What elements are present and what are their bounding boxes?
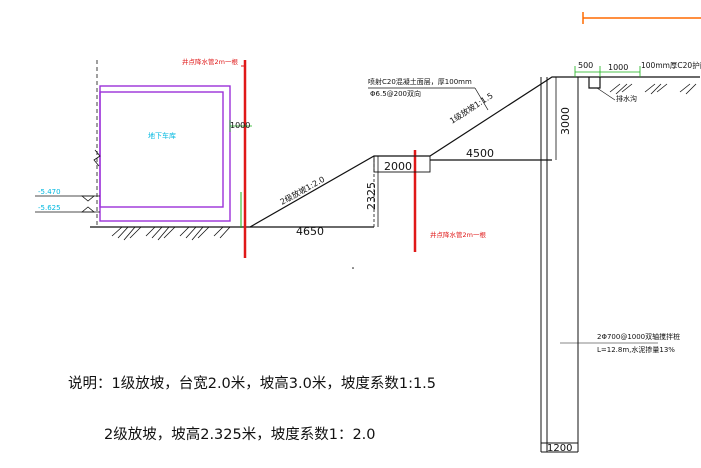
elevation-marks <box>35 195 100 213</box>
orange-marker <box>582 12 701 24</box>
berm-2000 <box>373 155 431 173</box>
break-mark <box>93 149 101 167</box>
note-line-1: 说明：1级放坡，台宽2.0米，坡高3.0米，坡度系数1:1.5 <box>68 376 437 392</box>
dim-100mm: 100mm厚C20护面 <box>641 60 701 70</box>
dim-1000-left-lines <box>229 120 252 132</box>
pile-note-line1: 2Φ700@1000双轴搅拌桩 <box>597 332 680 341</box>
dim-1000-left: 1000 <box>230 121 250 130</box>
dim-4650: 4650 <box>296 225 324 238</box>
pile-note-line2: L=12.8m,水泥掺量13% <box>597 345 675 354</box>
excavation-profile <box>90 76 700 228</box>
well-point-top-label: 井点降水管2m一根 <box>182 57 238 66</box>
dim-500: 500 <box>578 61 593 70</box>
dot-mark <box>352 267 354 269</box>
slope-1-label: 1级放坡1:1.5 <box>448 90 495 125</box>
dim-1000-top: 1000 <box>608 63 628 72</box>
dim-top-lines <box>574 66 641 77</box>
note-line-2: 2级放坡，坡高2.325米，坡度系数1：2.0 <box>104 427 376 443</box>
basement-garage <box>99 85 231 222</box>
shotcrete-line1: 喷射C20混凝土面层，厚100mm <box>368 77 472 86</box>
ground-hatch <box>111 83 697 241</box>
dim-2000: 2000 <box>384 160 412 173</box>
slope-2-label: 2级放坡1:2.0 <box>278 174 326 207</box>
dim-4500: 4500 <box>466 147 494 160</box>
well-point-mid-label: 井点降水管2m一根 <box>430 230 486 239</box>
well-point-left <box>240 60 247 258</box>
drain-ditch <box>588 77 601 89</box>
shotcrete-leader <box>368 87 489 111</box>
dim-3000: 3000 <box>559 107 572 135</box>
dim-2325: 2325 <box>365 182 378 210</box>
dim-1200: 1200 <box>547 443 572 454</box>
drain-leader <box>596 87 616 101</box>
elevation-2: -5.625 <box>38 204 61 212</box>
basement-label: 地下车库 <box>148 131 176 140</box>
shotcrete-line2: Φ6.5@200双向 <box>370 89 421 98</box>
mixing-pile-wall <box>540 77 579 453</box>
elevation-1: -5.470 <box>38 188 61 196</box>
drain-label: 排水沟 <box>616 94 637 103</box>
